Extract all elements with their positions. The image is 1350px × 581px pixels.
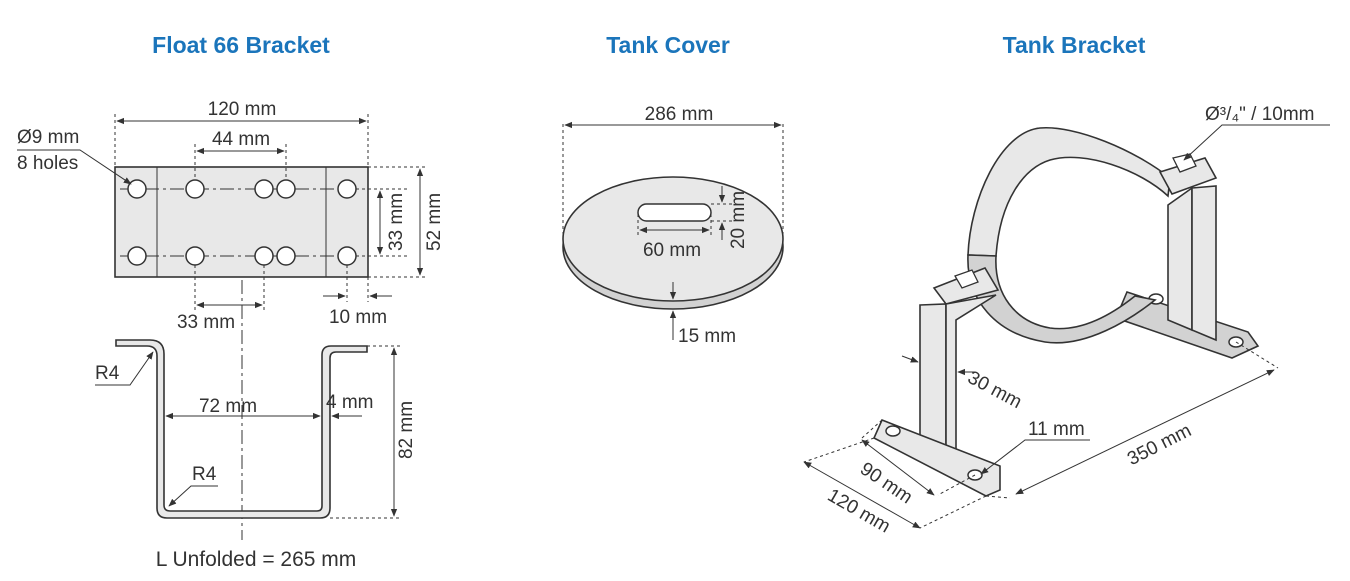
float-bracket-profile: R4 R4 72 mm 4 mm 82 mm L Unfolded = 265 … (95, 339, 417, 571)
float-bracket-title: Float 66 Bracket (152, 32, 330, 58)
left-bolt-icon (954, 269, 979, 289)
cover-slot (637, 203, 712, 222)
row-spacing-dimension: 33 mm (386, 193, 407, 251)
hole-count-label: 8 holes (17, 153, 78, 174)
cover-thickness-dimension: 15 mm (678, 326, 736, 347)
top-bend-radius-label: R4 (95, 363, 120, 384)
inner-width-dimension: 72 mm (199, 396, 257, 417)
float-bracket-plan-view: 120 mm 44 mm Ø9 mm 8 holes 33 mm 52 mm 3… (17, 99, 445, 540)
bottom-spacing-dimension: 33 mm (177, 312, 235, 333)
thickness-dimension: 4 mm (326, 392, 374, 413)
edge-offset-dimension: 10 mm (329, 307, 387, 328)
tank-cover-drawing: 286 mm 60 mm 20 mm 15 mm (562, 104, 784, 347)
hole-spacing-dimension: 44 mm (212, 129, 270, 150)
tank-bracket-title: Tank Bracket (1003, 32, 1146, 58)
bolt-size-label: Ø³/₄" / 10mm (1205, 104, 1315, 125)
foot-hole-dimension: 11 mm (1028, 419, 1085, 440)
bottom-bend-radius-label: R4 (192, 464, 217, 485)
unfolded-length-label: L Unfolded = 265 mm (156, 548, 357, 571)
bracket-plate (114, 166, 369, 278)
width-dimension: 120 mm (208, 99, 277, 120)
slot-length-dimension: 60 mm (643, 240, 701, 261)
tank-bracket-drawing: Ø³/₄" / 10mm 30 mm 11 mm 350 mm 90 mm 12… (803, 104, 1330, 537)
mounting-holes (127, 179, 357, 266)
clamp-ring-front (967, 254, 1157, 344)
overall-length-dimension: 350 mm (1124, 420, 1195, 470)
clamp-ring-back (967, 126, 1171, 257)
hole-diameter-label: Ø9 mm (17, 127, 79, 148)
cover-diameter-dimension: 286 mm (645, 104, 714, 125)
tank-cover-title: Tank Cover (606, 32, 730, 58)
cover-disc (562, 176, 784, 302)
back-leg (1191, 185, 1217, 342)
height-dimension: 52 mm (424, 193, 445, 251)
slot-width-dimension: 20 mm (728, 191, 749, 249)
foot-inner-dimension: 90 mm (856, 458, 916, 508)
depth-dimension: 82 mm (396, 401, 417, 459)
front-leg (945, 294, 997, 451)
strap-width-dimension: 30 mm (964, 367, 1025, 413)
